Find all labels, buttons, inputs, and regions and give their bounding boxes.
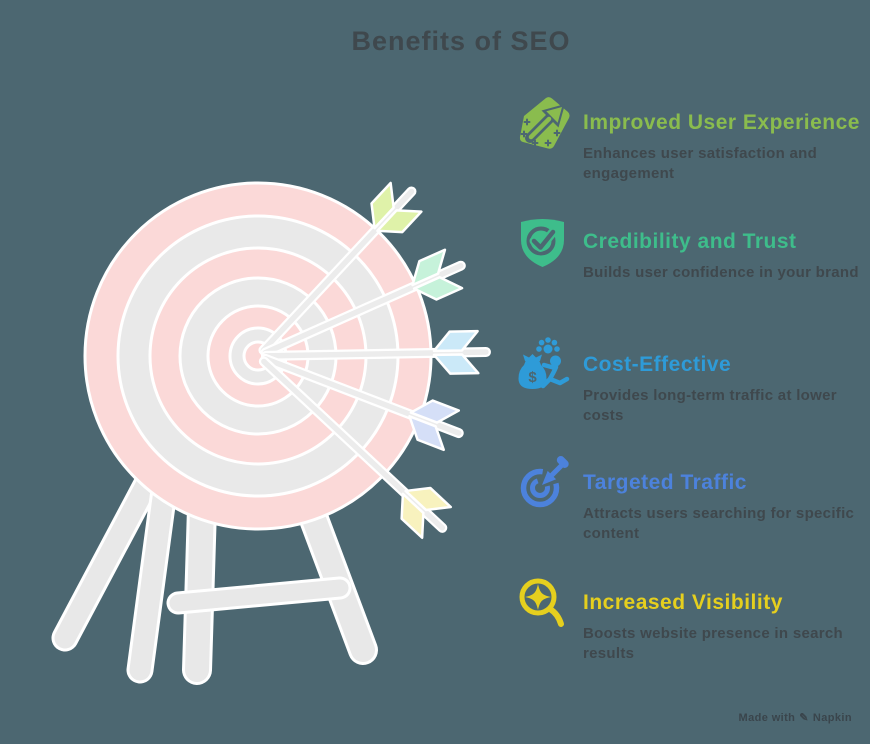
- benefit-description: Enhances user satisfaction and engagemen…: [583, 145, 818, 182]
- sparkle-arrow-icon: [519, 97, 570, 149]
- arrow-3: [260, 329, 491, 375]
- magnifier-sparkle-icon: [519, 578, 564, 627]
- benefit-description: Provides long-term traffic at lower cost…: [583, 387, 837, 424]
- page-title: Benefits of SEO: [351, 26, 571, 56]
- benefit-title: Cost-Effective: [583, 352, 732, 376]
- watermark-prefix: Made with: [738, 711, 796, 724]
- cost-savings-icon: $: [518, 337, 570, 389]
- arrow-5: [258, 356, 453, 540]
- benefit-description: Attracts users searching for specific co…: [583, 505, 855, 542]
- benefit-improved-user-experience: Improved User Experience Enhances user s…: [515, 95, 870, 184]
- target-illustration: [51, 181, 491, 685]
- arrow-1: [258, 181, 423, 356]
- benefit-title: Increased Visibility: [583, 590, 783, 614]
- benefits-list: Improved User Experience Enhances user s…: [515, 0, 870, 744]
- benefit-title: Credibility and Trust: [583, 229, 797, 253]
- benefit-title: Targeted Traffic: [583, 470, 747, 494]
- benefit-credibility-and-trust: Credibility and Trust Builds user confid…: [515, 214, 870, 283]
- arrows-group: [258, 181, 491, 540]
- benefit-description: Builds user confidence in your brand: [583, 264, 859, 281]
- watermark-brand: Napkin: [812, 711, 852, 724]
- arrow-4: [260, 353, 464, 452]
- pen-icon: ✎: [799, 712, 809, 724]
- benefit-description: Boosts website presence in search result…: [583, 625, 843, 662]
- benefit-title: Improved User Experience: [583, 110, 860, 134]
- benefit-targeted-traffic: Targeted Traffic Attracts users searchin…: [515, 455, 870, 544]
- target-stand-легs: [51, 464, 378, 685]
- benefit-increased-visibility: Increased Visibility Boosts website pres…: [515, 575, 870, 664]
- svg-text:$: $: [528, 369, 537, 386]
- watermark: Made with ✎ Napkin: [738, 711, 852, 725]
- benefit-cost-effective: $ Cost-Effective Provides long-term traf…: [515, 337, 870, 426]
- target-arrow-icon: [520, 456, 569, 508]
- arrow-2: [260, 248, 466, 358]
- shield-check-icon: [521, 219, 564, 267]
